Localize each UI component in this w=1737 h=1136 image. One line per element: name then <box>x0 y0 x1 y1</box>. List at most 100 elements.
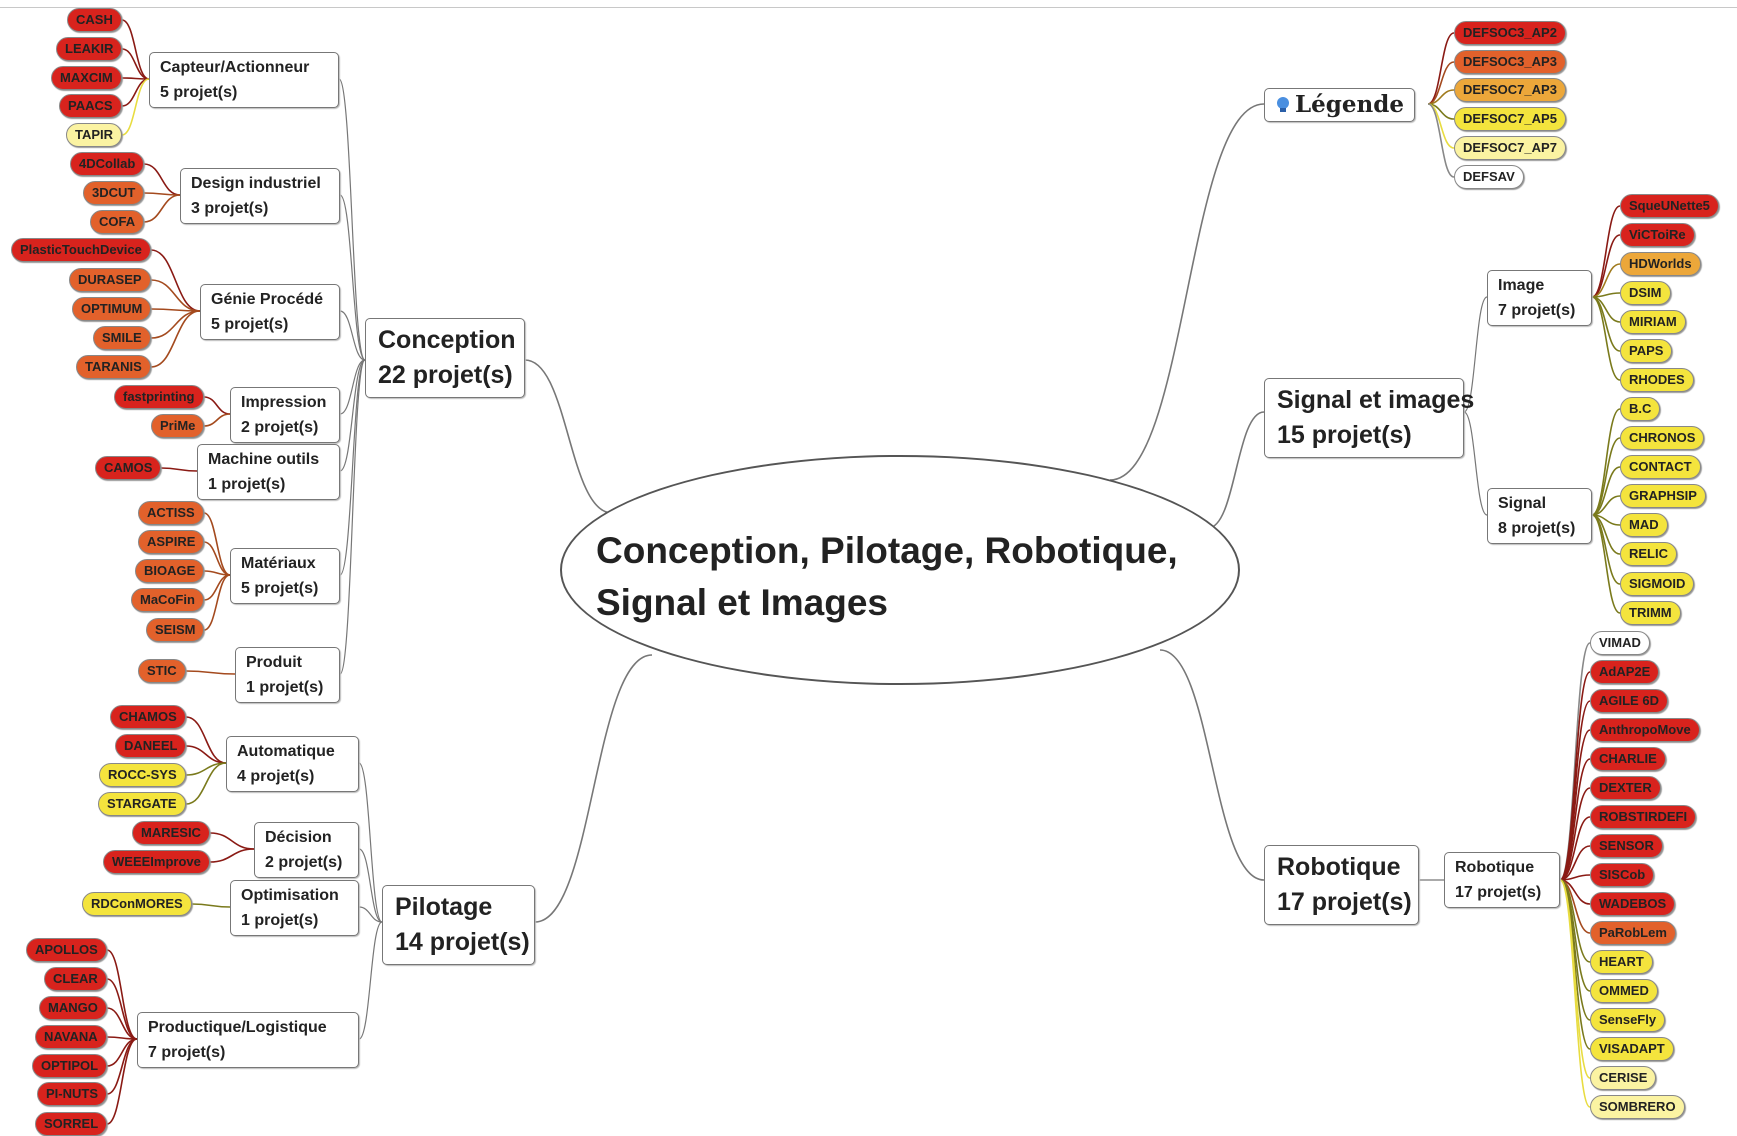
project-clear[interactable]: CLEAR <box>44 967 107 991</box>
central-topic-ellipse[interactable] <box>560 455 1240 685</box>
project-rdconmores[interactable]: RDConMORES <box>82 892 192 916</box>
project-mango[interactable]: MANGO <box>39 996 107 1020</box>
subbranch-automatique-count: 4 projet(s) <box>237 768 315 785</box>
project-4dcollab[interactable]: 4DCollab <box>70 152 145 176</box>
link-apollos <box>106 949 138 1040</box>
project-cerise[interactable]: CERISE <box>1590 1066 1657 1090</box>
project-stargate[interactable]: STARGATE <box>98 792 186 816</box>
link-4dcollab <box>143 163 181 196</box>
project-visadapt[interactable]: VISADAPT <box>1590 1037 1674 1061</box>
project-taranis[interactable]: TARANIS <box>76 355 151 379</box>
project-3dcut[interactable]: 3DCUT <box>83 181 145 205</box>
project-sensefly[interactable]: SenseFly <box>1590 1008 1666 1032</box>
project-hdworlds[interactable]: HDWorlds <box>1620 252 1701 276</box>
project-charlie[interactable]: CHARLIE <box>1590 747 1666 771</box>
project-ommed[interactable]: OMMED <box>1590 979 1658 1003</box>
project-robstirdefi[interactable]: ROBSTIRDEFI <box>1590 805 1697 829</box>
project-paroblem[interactable]: PaRobLem <box>1590 921 1676 945</box>
project-adap2e[interactable]: AdAP2E <box>1590 660 1660 684</box>
link-rhodes <box>1591 296 1621 381</box>
project-aspire[interactable]: ASPIRE <box>138 530 205 554</box>
project-pi-nuts[interactable]: PI-NUTS <box>37 1082 107 1106</box>
legend-item-defsav: DEFSAV <box>1454 165 1524 189</box>
project-sorrel[interactable]: SORREL <box>35 1112 108 1136</box>
project-rocc-sys[interactable]: ROCC-SYS <box>99 763 186 787</box>
project-chamos[interactable]: CHAMOS <box>110 705 186 729</box>
project-victoire[interactable]: ViCToiRe <box>1620 223 1695 247</box>
project-daneel[interactable]: DANEEL <box>115 734 187 758</box>
project-squeunette5[interactable]: SqueUNette5 <box>1620 194 1719 218</box>
project-actiss[interactable]: ACTISS <box>138 501 204 525</box>
project-smile[interactable]: SMILE <box>93 326 151 350</box>
project-navana[interactable]: NAVANA <box>35 1025 107 1049</box>
project-graphsip[interactable]: GRAPHSIP <box>1620 484 1706 508</box>
project-b-c[interactable]: B.C <box>1620 397 1661 421</box>
project-maxcim[interactable]: MAXCIM <box>51 66 122 90</box>
subbranch-machine-outils-label: Machine outils <box>208 451 320 468</box>
project-heart[interactable]: HEART <box>1590 950 1653 974</box>
project-agile-6d[interactable]: AGILE 6D <box>1590 689 1668 713</box>
project-bioage[interactable]: BIOAGE <box>135 559 205 583</box>
project-tapir[interactable]: TAPIR <box>66 123 123 147</box>
subbranch-image-count: 7 projet(s) <box>1498 302 1576 319</box>
project-sensor[interactable]: SENSOR <box>1590 834 1663 858</box>
project-fastprinting[interactable]: fastprinting <box>114 385 204 409</box>
project-stic[interactable]: STIC <box>138 659 186 683</box>
project-weeeimprove[interactable]: WEEEImprove <box>103 850 210 874</box>
subbranch-genie-procede-count: 5 projet(s) <box>211 316 289 333</box>
project-seism[interactable]: SEISM <box>146 618 205 642</box>
project-trimm[interactable]: TRIMM <box>1620 601 1681 625</box>
project-contact[interactable]: CONTACT <box>1620 455 1701 479</box>
subbranch-impression-label: Impression <box>241 394 327 411</box>
project-vimad[interactable]: VIMAD <box>1590 631 1650 655</box>
subbranch-capteur-actionneur-label: Capteur/Actionneur <box>160 59 310 76</box>
project-optipol[interactable]: OPTIPOL <box>32 1054 108 1078</box>
project-dexter[interactable]: DEXTER <box>1590 776 1661 800</box>
project-relic[interactable]: RELIC <box>1620 542 1677 566</box>
project-durasep[interactable]: DURASEP <box>69 268 151 292</box>
project-anthropomove[interactable]: AnthropoMove <box>1590 718 1700 742</box>
project-rhodes[interactable]: RHODES <box>1620 368 1694 392</box>
project-mad[interactable]: MAD <box>1620 513 1668 537</box>
project-prime[interactable]: PriMe <box>151 414 205 438</box>
project-siscob[interactable]: SISCob <box>1590 863 1655 887</box>
project-plastictouchdevice[interactable]: PlasticTouchDevice <box>11 238 151 262</box>
project-macofin[interactable]: MaCoFin <box>131 588 204 612</box>
subbranch-produit-label: Produit <box>246 654 302 671</box>
project-sigmoid[interactable]: SIGMOID <box>1620 572 1695 596</box>
project-apollos[interactable]: APOLLOS <box>26 938 107 962</box>
project-optimum[interactable]: OPTIMUM <box>72 297 152 321</box>
project-maresic[interactable]: MARESIC <box>132 821 210 845</box>
project-wadebos[interactable]: WADEBOS <box>1590 892 1676 916</box>
legend-item-defsoc3-ap3: DEFSOC3_AP3 <box>1454 50 1566 74</box>
project-leakir[interactable]: LEAKIR <box>56 37 123 61</box>
project-chronos[interactable]: CHRONOS <box>1620 426 1705 450</box>
project-cash[interactable]: CASH <box>67 8 122 32</box>
project-camos[interactable]: CAMOS <box>95 456 162 480</box>
project-dsim[interactable]: DSIM <box>1620 281 1671 305</box>
project-paacs[interactable]: PAACS <box>59 94 122 118</box>
project-paps[interactable]: PAPS <box>1620 339 1673 363</box>
project-sombrero[interactable]: SOMBRERO <box>1590 1095 1685 1119</box>
legend-node[interactable]: Légende <box>1264 88 1415 122</box>
project-cofa[interactable]: COFA <box>90 210 145 234</box>
project-miriam[interactable]: MIRIAM <box>1620 310 1686 334</box>
